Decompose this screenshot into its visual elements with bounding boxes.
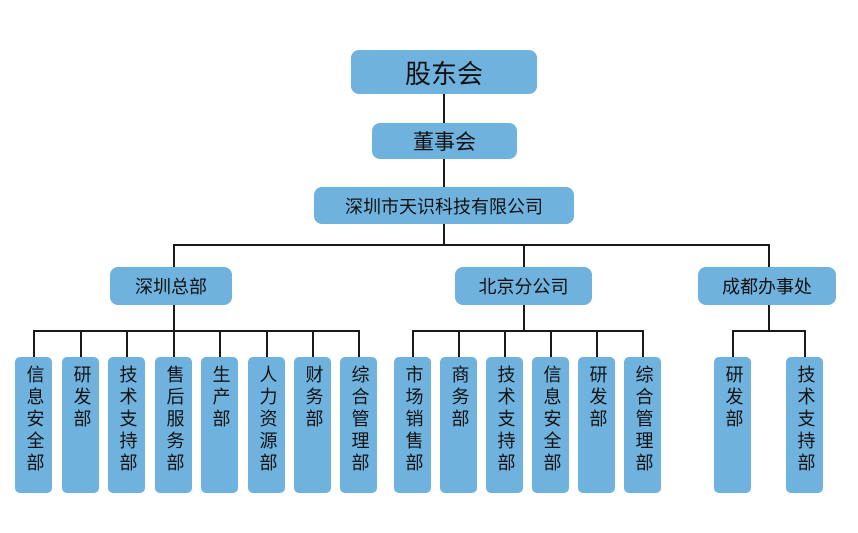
connector-dept-bus [731, 330, 806, 332]
department-box: 生产部 [201, 357, 238, 493]
department-label: 财务部 [302, 365, 324, 431]
department-box: 商务部 [440, 357, 477, 493]
branch-label: 北京分公司 [478, 277, 569, 298]
connector-branch-deptbus [768, 305, 770, 331]
department-label: 研发部 [586, 365, 608, 431]
department-label: 技术支持部 [494, 365, 516, 475]
department-label: 售后服务部 [163, 365, 185, 475]
connector-dept-drop [641, 330, 644, 357]
company-label: 深圳市天识科技有限公司 [345, 196, 543, 218]
department-box: 研发部 [714, 357, 751, 493]
connector-branch-bus [174, 244, 769, 246]
department-box: 技术支持部 [786, 357, 823, 493]
department-label: 技术支持部 [794, 365, 816, 475]
connector-dept-drop [311, 330, 314, 357]
connector-bus-branch [523, 244, 525, 267]
connector-dept-drop [803, 330, 806, 357]
connector-dept-drop [218, 330, 221, 357]
department-box: 信息安全部 [532, 357, 569, 493]
department-label: 研发部 [722, 365, 744, 431]
connector-dept-drop [357, 330, 360, 357]
department-label: 商务部 [448, 365, 470, 431]
connector-dept-drop [503, 330, 506, 357]
connector-shareholders-board [443, 94, 445, 123]
department-box: 综合管理部 [340, 357, 377, 493]
connector-dept-drop [32, 330, 35, 357]
company-box: 深圳市天识科技有限公司 [314, 187, 574, 224]
department-label: 信息安全部 [23, 365, 45, 475]
connector-dept-drop [125, 330, 128, 357]
department-box: 综合管理部 [624, 357, 661, 493]
connector-dept-bus [32, 330, 360, 332]
connector-dept-drop [731, 330, 734, 357]
connector-branch-deptbus [173, 305, 175, 331]
shareholders-box: 股东会 [351, 50, 537, 94]
branch-label: 成都办事处 [722, 277, 812, 298]
department-box: 信息安全部 [15, 357, 52, 493]
connector-branch-deptbus [523, 305, 525, 331]
branch-label: 深圳总部 [135, 277, 207, 298]
connector-dept-drop [265, 330, 268, 357]
department-label: 信息安全部 [540, 365, 562, 475]
department-label: 人力资源部 [256, 365, 278, 475]
connector-company-trunk [443, 224, 445, 245]
department-label: 综合管理部 [632, 365, 654, 475]
department-box: 人力资源部 [248, 357, 285, 493]
department-box: 研发部 [62, 357, 99, 493]
shareholders-label: 股东会 [404, 59, 483, 90]
connector-dept-bus [411, 330, 644, 332]
branch-box: 成都办事处 [698, 267, 836, 305]
department-label: 生产部 [209, 365, 231, 431]
connector-dept-drop [172, 330, 175, 357]
department-box: 售后服务部 [155, 357, 192, 493]
board-box: 董事会 [372, 123, 517, 159]
department-label: 综合管理部 [348, 365, 370, 475]
department-label: 技术支持部 [116, 365, 138, 475]
department-box: 技术支持部 [486, 357, 523, 493]
department-box: 研发部 [578, 357, 615, 493]
department-box: 财务部 [294, 357, 331, 493]
branch-box: 北京分公司 [455, 267, 592, 305]
branch-box: 深圳总部 [110, 267, 232, 305]
board-label: 董事会 [413, 130, 476, 154]
connector-dept-drop [79, 330, 82, 357]
connector-board-company [443, 159, 445, 187]
department-box: 技术支持部 [108, 357, 145, 493]
department-label: 市场销售部 [402, 365, 424, 475]
connector-dept-drop [549, 330, 552, 357]
connector-dept-drop [595, 330, 598, 357]
connector-dept-drop [411, 330, 414, 357]
connector-dept-drop [457, 330, 460, 357]
department-label: 研发部 [70, 365, 92, 431]
department-box: 市场销售部 [394, 357, 431, 493]
connector-bus-branch [768, 244, 770, 267]
connector-bus-branch [173, 244, 175, 267]
